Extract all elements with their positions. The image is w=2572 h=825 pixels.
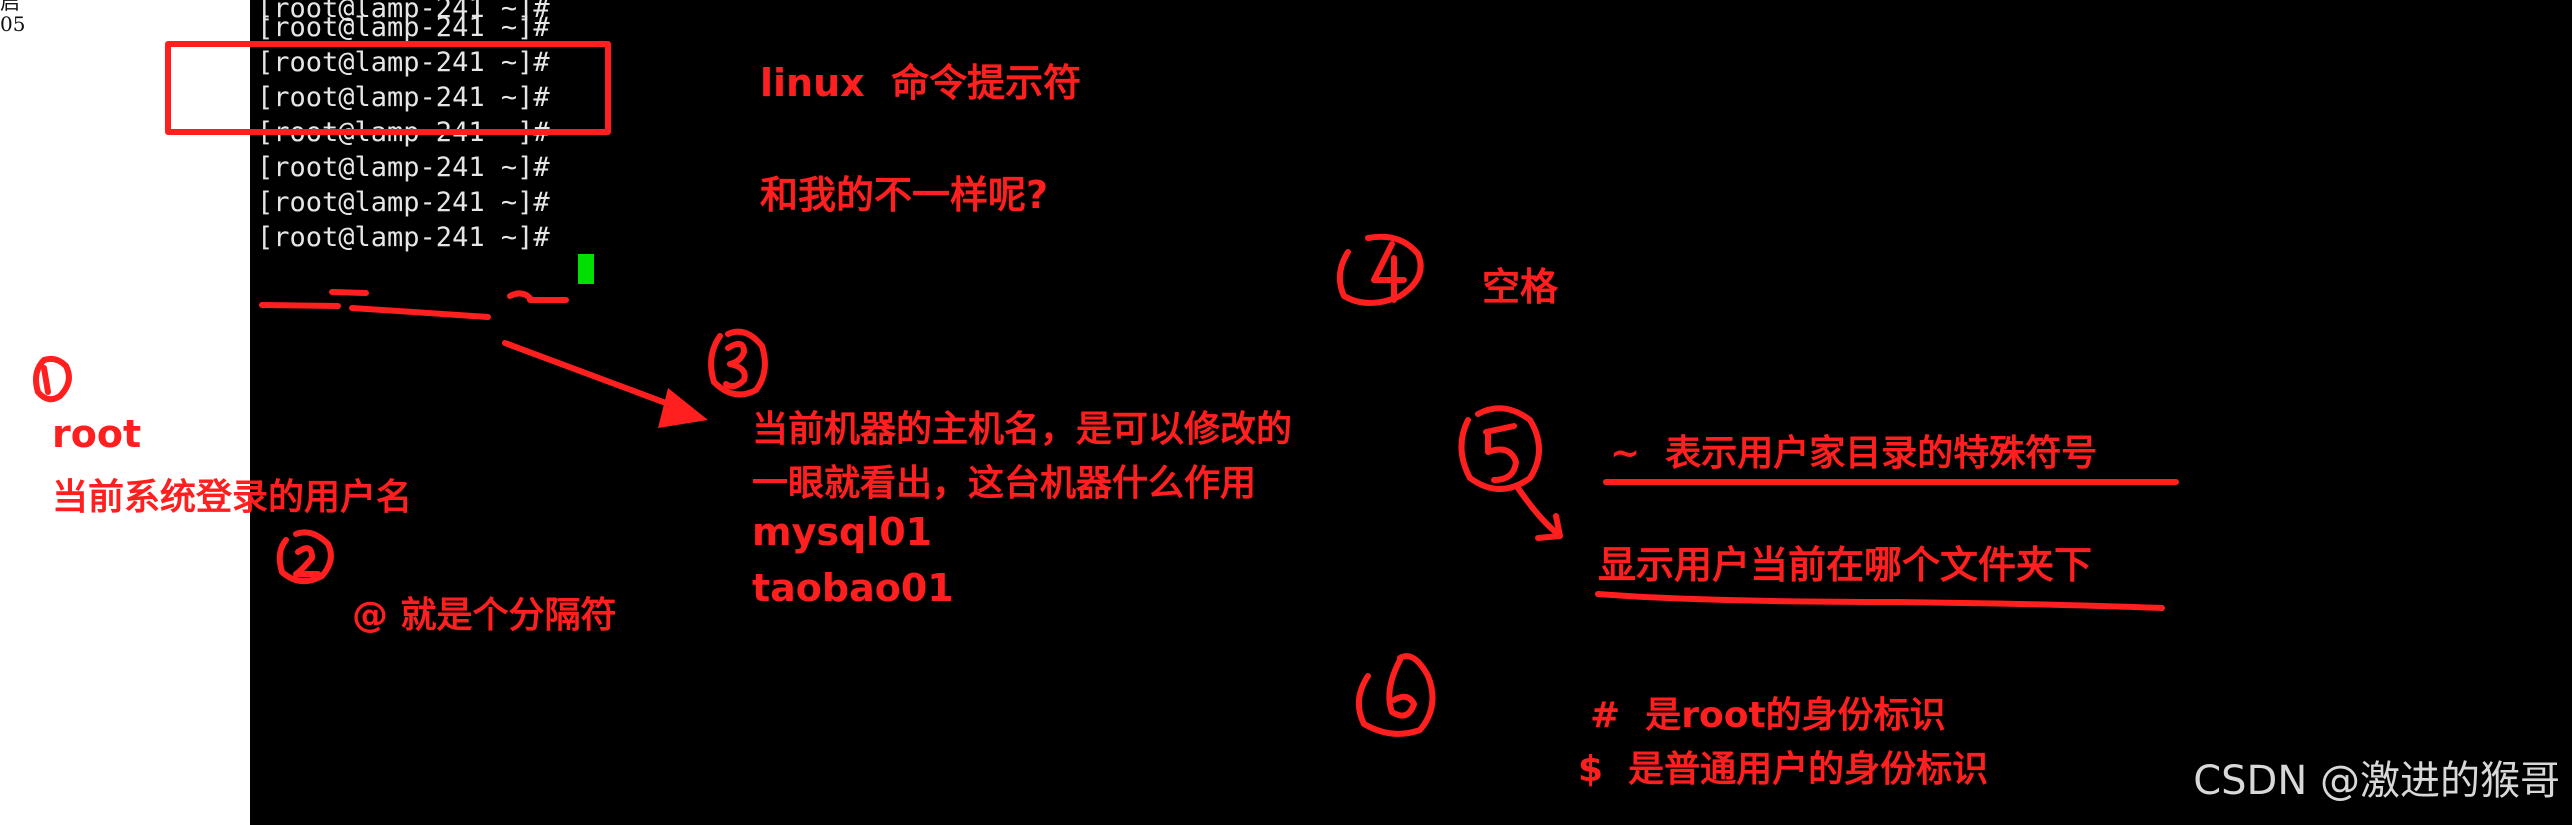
arrow-shaft <box>502 340 693 415</box>
terminal-line: [root@lamp-241 ~]# <box>257 47 550 78</box>
clipped-text: 05 <box>0 12 26 36</box>
watermark: CSDN @激进的猴哥 <box>2193 758 2560 804</box>
circle-6 <box>1355 653 1436 737</box>
annotation-root-desc: 当前系统登录的用户名 <box>52 477 413 518</box>
terminal-line: [root@lamp-241 ~]# <box>257 82 550 113</box>
annotation-dir-desc: 显示用户当前在哪个文件夹下 <box>1598 543 2093 587</box>
circle-2 <box>276 529 334 585</box>
terminal-line: [root@lamp-241 ~]# <box>257 0 550 24</box>
annotation-host-example: taobao01 <box>752 566 954 610</box>
underline-dir <box>1595 591 2165 611</box>
annotation-host-line1: 当前机器的主机名，是可以修改的 <box>752 409 1293 450</box>
annotation-dollar-desc: $ 是普通用户的身份标识 <box>1578 749 1989 790</box>
clipped-text: 启 <box>0 0 20 14</box>
circle-4 <box>1336 233 1424 306</box>
underline-at <box>329 289 369 296</box>
annotation-hash-desc: # 是root的身份标识 <box>1590 695 1946 736</box>
terminal-cursor <box>578 254 594 284</box>
highlight-box <box>165 41 611 135</box>
annotation-question: 和我的不一样呢? <box>760 173 1049 217</box>
annotation-space-label: 空格 <box>1482 265 1559 309</box>
arrow-5-head <box>1535 513 1563 541</box>
annotation-root-label: root <box>52 412 142 456</box>
terminal-window[interactable] <box>250 0 2572 825</box>
arrow-head <box>658 388 708 428</box>
terminal-prompt-active: [root@lamp-241 ~]# <box>257 222 550 253</box>
left-panel: 启 05 <box>0 0 250 825</box>
terminal-line: [root@lamp-241 ~]# <box>257 152 550 183</box>
underline-host <box>349 305 491 320</box>
terminal-line: [root@lamp-241 ~]# <box>257 12 550 43</box>
circle-5 <box>1458 405 1542 492</box>
circle-3 <box>708 328 768 398</box>
annotation-tilde-desc: ~ 表示用户家目录的特殊符号 <box>1610 433 2098 474</box>
annotation-host-example: mysql01 <box>752 510 933 554</box>
terminal-line: [root@lamp-241 ~]# <box>257 187 550 218</box>
circle-1 <box>33 355 72 403</box>
annotation-title: linux 命令提示符 <box>760 61 1082 105</box>
arrow-5-shaft <box>1515 485 1561 537</box>
annotation-host-line2: 一眼就看出，这台机器什么作用 <box>752 463 1257 504</box>
underline-space <box>507 290 533 301</box>
underline-root <box>259 302 341 309</box>
annotation-at-desc: @ 就是个分隔符 <box>352 595 617 636</box>
